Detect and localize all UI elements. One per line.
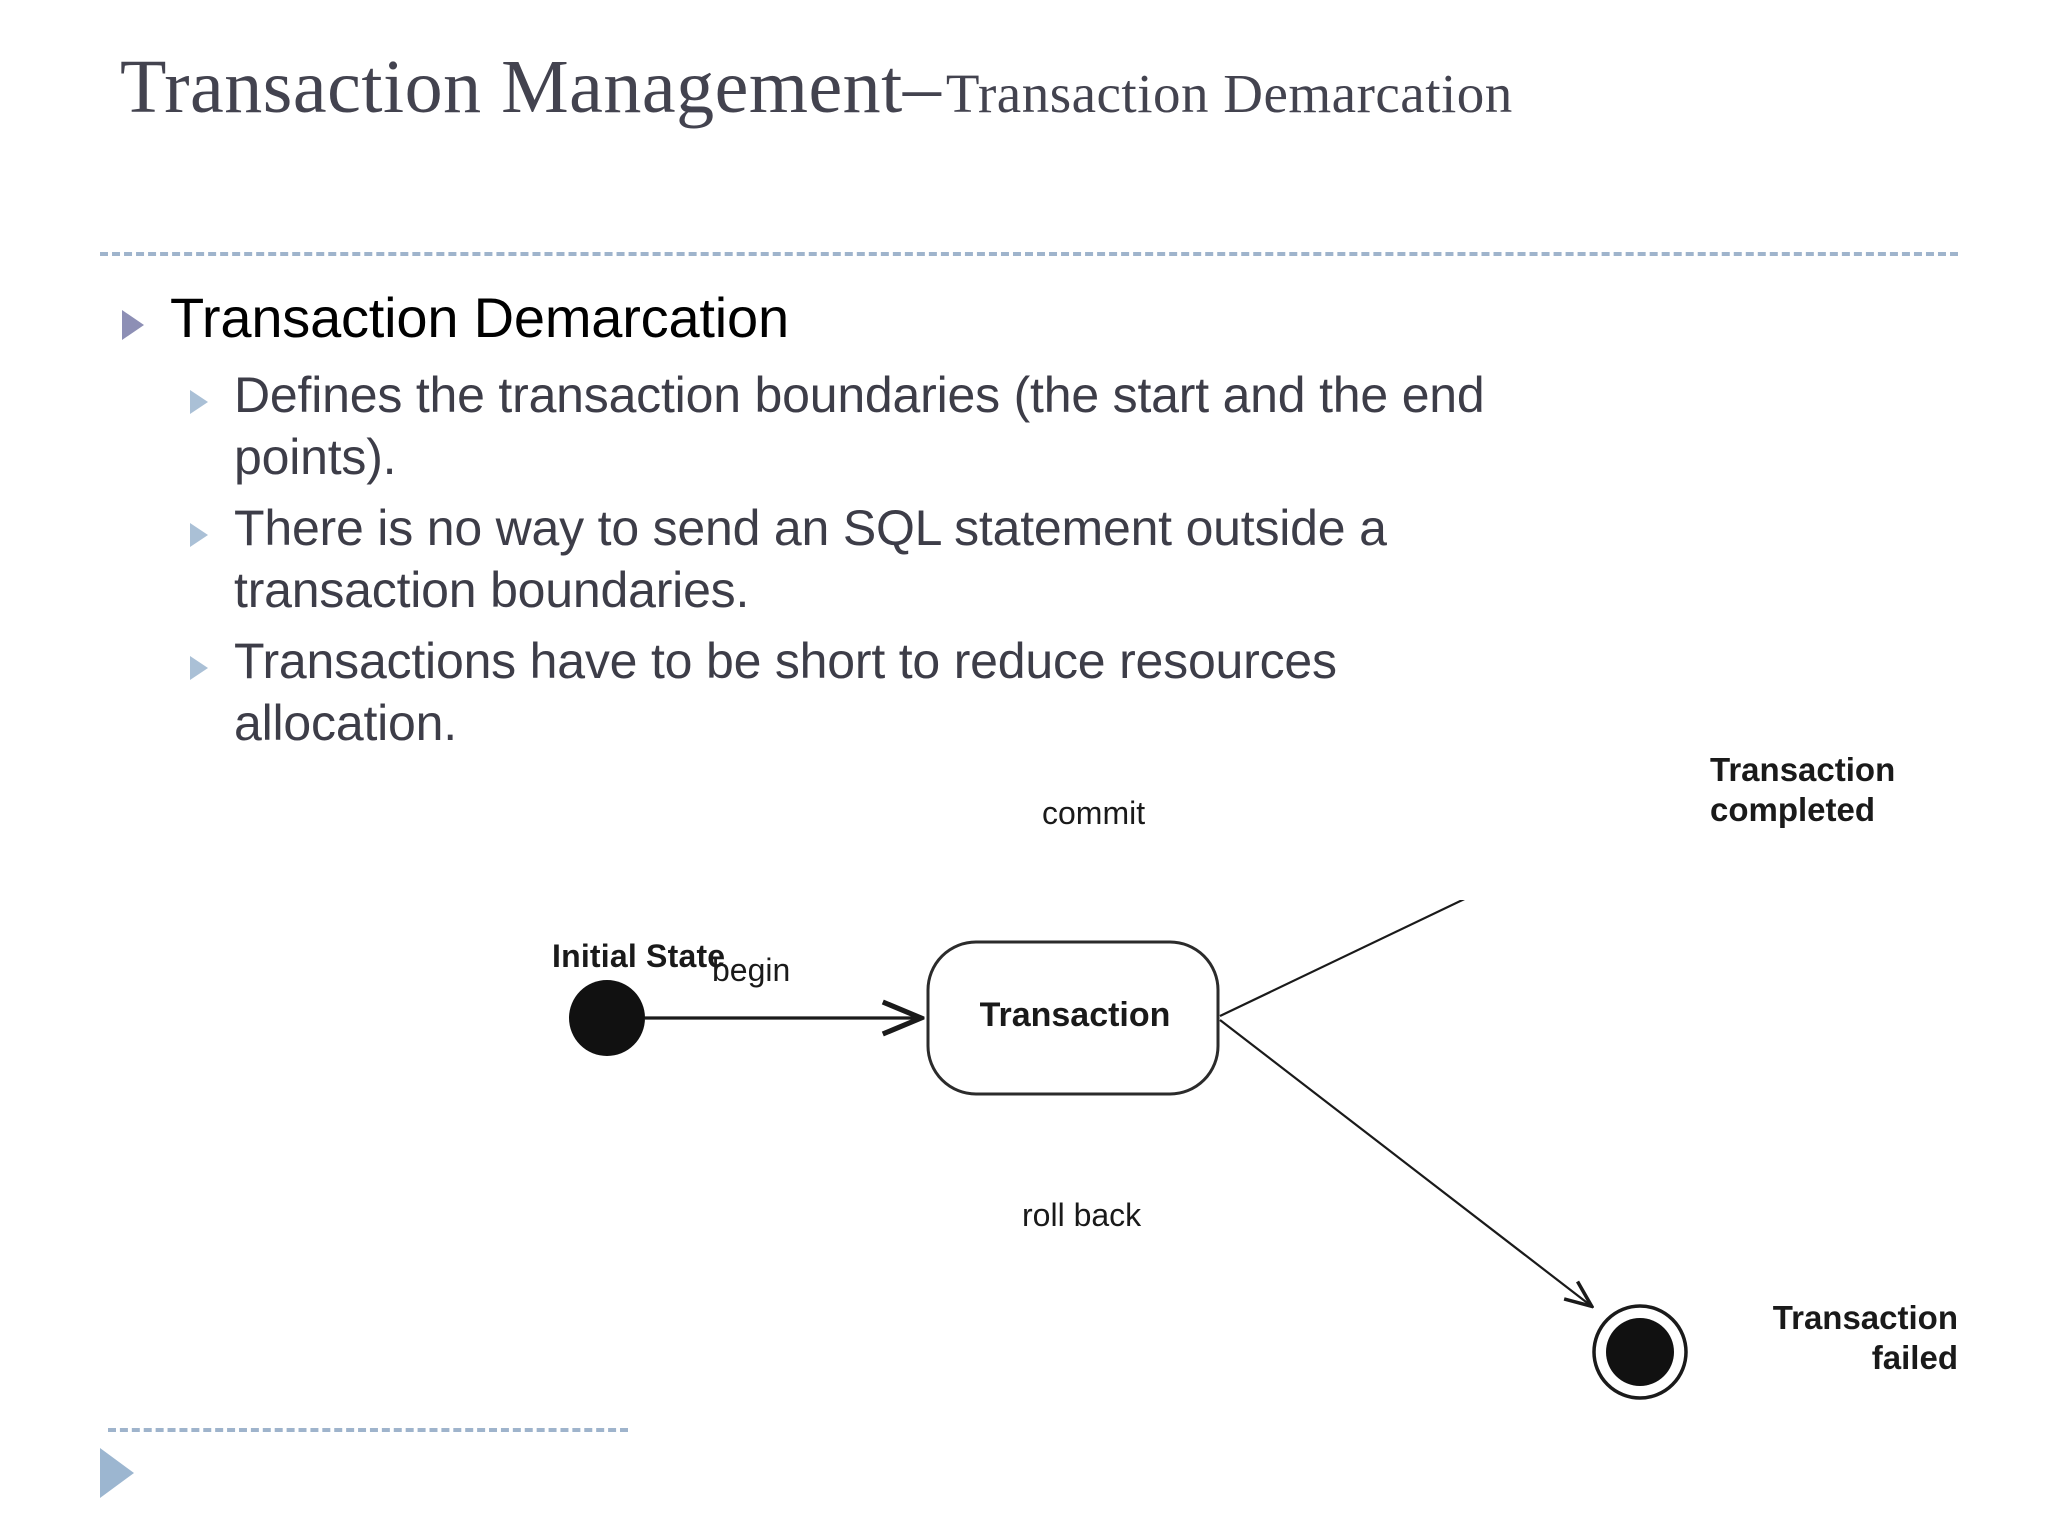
final-state-failed-label: Transaction failed: [1708, 1298, 1958, 1379]
bullet-text: Transaction Demarcation: [170, 286, 789, 349]
edge-rollback: [1219, 1019, 1590, 1305]
page-title-dash: –: [902, 45, 942, 129]
slide-title-block: Transaction Management– Transaction Dema…: [120, 45, 1940, 129]
list-item: Transaction Demarcation: [0, 286, 2048, 350]
triangle-bullet-icon: [190, 655, 208, 680]
bullet-text: There is no way to send an SQL statement…: [234, 499, 1387, 619]
initial-state-label: Initial State: [552, 938, 726, 974]
slide-body: Transaction Demarcation Defines the tran…: [0, 286, 2048, 763]
list-item: Transactions have to be short to reduce …: [0, 630, 2048, 755]
final-state-failed-label-line2: failed: [1871, 1339, 1958, 1377]
edge-label-rollback: roll back: [1022, 1197, 1142, 1233]
edge-commit: [1219, 900, 1465, 1017]
transaction-state-label: Transaction: [979, 996, 1171, 1034]
title-divider: [100, 252, 1958, 256]
final-state-completed-label-line2: completed: [1710, 791, 1876, 829]
list-item: There is no way to send an SQL statement…: [0, 497, 2048, 622]
bullet-text: Defines the transaction boundaries (the …: [234, 366, 1485, 486]
page-title-main: Transaction Management: [120, 45, 903, 129]
footer-divider: [108, 1428, 628, 1432]
page-title: Transaction Management– Transaction Dema…: [120, 45, 1940, 129]
edge-label-begin: begin: [712, 952, 791, 988]
edge-label-commit: commit: [1042, 795, 1146, 831]
final-state-failed-label-line1: Transaction: [1772, 1299, 1958, 1336]
triangle-footer-icon[interactable]: [100, 1448, 134, 1498]
final-state-completed-label: Transaction completed: [1710, 750, 1895, 831]
uml-state-diagram: Initial State begin Transaction commit r…: [552, 751, 2030, 1520]
bullet-text: Transactions have to be short to reduce …: [234, 632, 1337, 752]
triangle-bullet-icon: [122, 310, 144, 340]
triangle-bullet-icon: [190, 522, 208, 547]
triangle-bullet-icon: [190, 389, 208, 414]
page-title-subtitle: Transaction Demarcation: [945, 63, 1513, 124]
initial-state-node: [569, 980, 645, 1056]
final-state-failed-node: [1592, 1304, 1688, 1400]
transaction-state-node: [926, 940, 1220, 1096]
final-state-completed-label-line1: Transaction: [1710, 751, 1896, 788]
list-item: Defines the transaction boundaries (the …: [0, 364, 2048, 489]
